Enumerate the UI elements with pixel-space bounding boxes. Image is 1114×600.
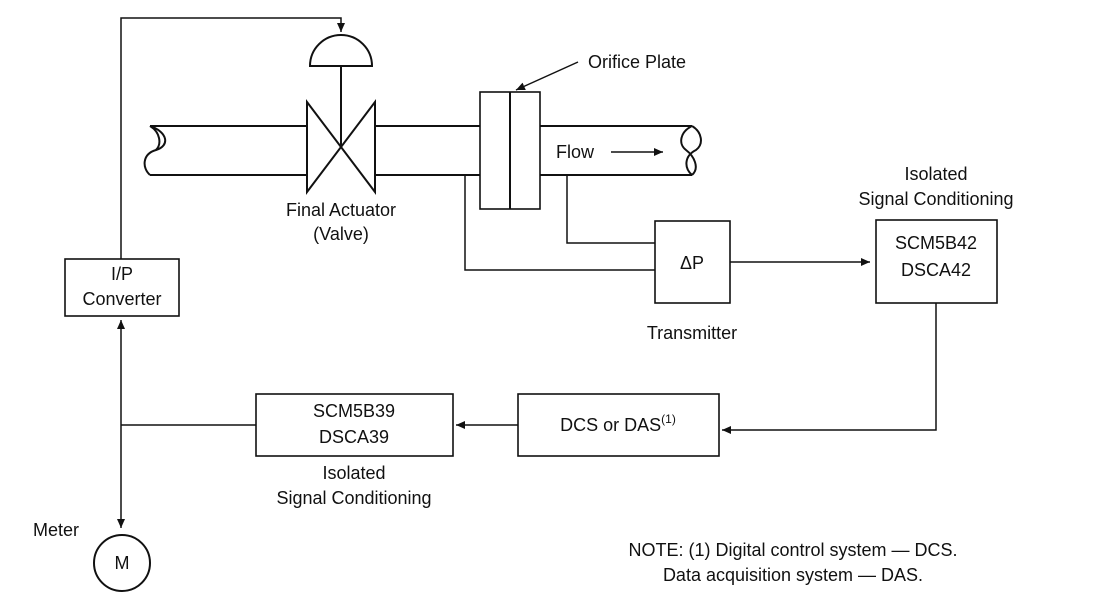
dcs-das-label: DCS or DAS(1) <box>560 412 676 435</box>
ip-converter-label: I/P <box>111 264 133 284</box>
final-actuator-sublabel: (Valve) <box>313 224 369 244</box>
orifice-plate <box>479 91 541 210</box>
flow-label: Flow <box>556 142 595 162</box>
note-line-1: NOTE: (1) Digital control system — DCS. <box>628 540 957 560</box>
isolated-bottom-label: Isolated <box>322 463 385 483</box>
dsca42-label: DSCA42 <box>901 260 971 280</box>
final-actuator-valve <box>306 34 376 195</box>
scm5b39-module <box>255 393 454 457</box>
meter-symbol: M <box>115 553 130 573</box>
signal-conditioning-bottom-label: Signal Conditioning <box>276 488 431 508</box>
meter-icon <box>93 534 151 592</box>
dcs-footnote-marker: (1) <box>661 412 676 426</box>
valve-actuator-dome-icon <box>308 34 374 67</box>
note-line-2: Data acquisition system — DAS. <box>663 565 923 585</box>
final-actuator-label: Final Actuator <box>286 200 396 220</box>
scm5b42-label: SCM5B42 <box>895 233 977 253</box>
meter-label: Meter <box>33 520 79 540</box>
pipe <box>143 125 702 176</box>
ip-converter-box <box>64 258 180 317</box>
scm5b39-label: SCM5B39 <box>313 401 395 421</box>
signal-conditioning-top-label: Signal Conditioning <box>858 189 1013 209</box>
ip-converter-sublabel: Converter <box>82 289 161 309</box>
transmitter-box <box>654 220 731 304</box>
transmitter-label: Transmitter <box>647 323 737 343</box>
isolated-top-label: Isolated <box>904 164 967 184</box>
dsca39-label: DSCA39 <box>319 427 389 447</box>
orifice-plate-label: Orifice Plate <box>588 52 686 72</box>
transmitter-symbol: ΔP <box>680 253 704 273</box>
